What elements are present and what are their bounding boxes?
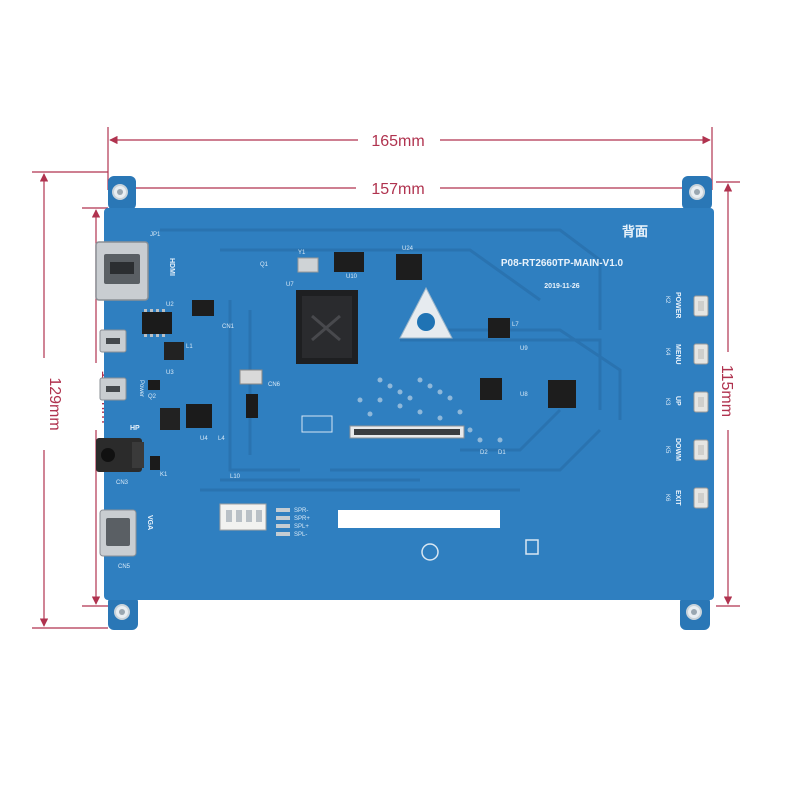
ref-l4: L4	[218, 436, 225, 442]
spk-pin-4: SPL-	[294, 532, 307, 538]
ref-u8: U8	[520, 392, 528, 398]
ref-q1: Q1	[260, 262, 269, 268]
ic-u2	[142, 309, 172, 337]
ref-u24: U24	[402, 246, 414, 252]
ref-u7: U7	[286, 282, 294, 288]
weee-bin-icon	[525, 539, 539, 555]
transistor-q2	[148, 380, 160, 390]
button-down[interactable]	[693, 439, 709, 461]
dim-width-holes: 157mm	[371, 181, 424, 198]
ref-cn1: CN1	[222, 324, 235, 330]
inductor-l4	[160, 408, 180, 430]
speaker-connector	[219, 503, 267, 531]
mosfet-q1	[192, 300, 214, 316]
dim-height-outer: 129mm	[46, 377, 63, 430]
button-label-power: POWER	[674, 292, 681, 318]
connector-cn6	[239, 369, 263, 385]
pcb-board: HDMI JP1 Power HP CN3 VGA CN5	[95, 176, 714, 630]
ref-l7: L7	[512, 322, 519, 328]
ref-d2: D2	[480, 450, 488, 456]
spk-pin-2: SPR+	[294, 516, 310, 522]
label-power: Power	[138, 380, 144, 397]
speaker-pins	[276, 508, 290, 536]
fpc-connector	[349, 425, 465, 439]
ref-d1: D1	[498, 450, 506, 456]
usb-port-1	[99, 329, 127, 353]
silk-box-u	[301, 415, 333, 433]
label-vga: VGA	[146, 515, 153, 530]
side-label: 背面	[622, 224, 648, 239]
button-ref-k6: K6	[664, 494, 670, 502]
spk-pin-1: SPR-	[294, 508, 308, 514]
button-up[interactable]	[693, 391, 709, 413]
reference-designators: U2 U3 U4 U7 U8 U9 U10 U24 Y1 Q1 Q2 CN1 C…	[148, 246, 528, 480]
label-hp: HP	[130, 425, 140, 432]
pb-free-icon	[421, 543, 439, 561]
ref-y1: Y1	[298, 250, 306, 256]
ref-u3: U3	[166, 370, 174, 376]
button-ref-k4: K4	[664, 348, 670, 356]
ic-u8	[480, 378, 502, 400]
usb-port-power	[99, 377, 127, 401]
ic-u24	[396, 254, 422, 280]
component-cn6b	[246, 394, 258, 418]
brand-logo	[399, 286, 453, 339]
button-labels: POWER MENU UP DOWM EXIT K2 K4 K3 K5 K6	[664, 292, 681, 506]
label-cn5: CN5	[118, 564, 131, 570]
side-buttons	[693, 295, 709, 509]
label-hdmi: HDMI	[168, 258, 175, 276]
label-cn3: CN3	[116, 480, 129, 486]
ref-u2: U2	[166, 302, 174, 308]
button-label-menu: MENU	[674, 344, 681, 365]
diode-k1	[150, 456, 160, 470]
ref-cn6: CN6	[268, 382, 281, 388]
vga-port	[99, 509, 137, 557]
ref-u4: U4	[200, 436, 208, 442]
ref-u10: U10	[346, 274, 358, 280]
button-label-up: UP	[674, 396, 681, 406]
ic-u9	[548, 380, 576, 408]
headphone-jack	[96, 438, 144, 472]
board-date: 2019-11-26	[544, 283, 580, 290]
inductor-l1	[164, 342, 184, 360]
ref-l10: L10	[230, 474, 241, 480]
ref-q2: Q2	[148, 394, 157, 400]
button-ref-k3: K3	[664, 398, 670, 406]
ref-k1: K1	[160, 472, 168, 478]
main-chip-u7	[296, 290, 358, 364]
ul-mark	[363, 531, 405, 561]
button-ref-k5: K5	[664, 446, 670, 454]
button-ref-k2: K2	[664, 296, 670, 304]
ref-l1: L1	[186, 344, 193, 350]
spk-pin-3: SPL+	[294, 524, 309, 530]
ic-u10	[334, 252, 364, 272]
ic-u4	[186, 404, 212, 428]
label-jp1: JP1	[150, 232, 161, 238]
button-exit[interactable]	[693, 487, 709, 509]
label-sticker	[338, 510, 500, 528]
hdmi-port	[95, 241, 149, 301]
button-menu[interactable]	[693, 343, 709, 365]
pcb-surface	[104, 208, 714, 600]
crystal-y1	[297, 257, 319, 273]
dim-height-board: 115mm	[718, 365, 735, 417]
via-array	[357, 377, 503, 443]
board-model: P08-RT2660TP-MAIN-V1.0	[501, 258, 624, 269]
button-label-down: DOWM	[674, 438, 681, 461]
dim-width-outer: 165mm	[371, 133, 424, 150]
mounting-holes	[112, 184, 705, 620]
button-power[interactable]	[693, 295, 709, 317]
button-label-exit: EXIT	[674, 490, 681, 506]
inductor-l7	[488, 318, 510, 338]
ref-u9: U9	[520, 346, 528, 352]
